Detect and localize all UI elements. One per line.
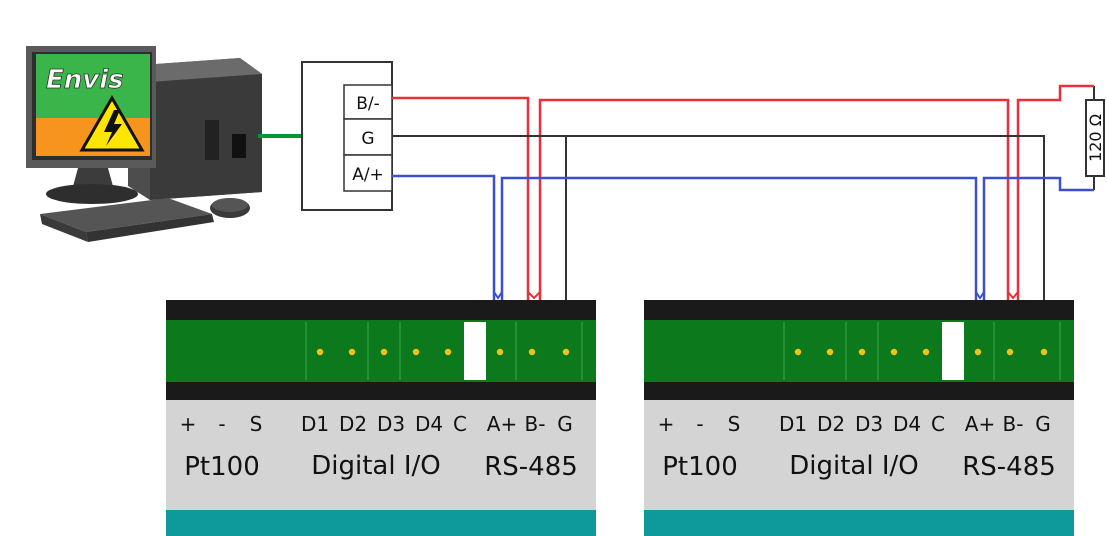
module-1-group-digital-io: Digital I/O bbox=[311, 451, 440, 481]
module-2-terminal-d2: D2 bbox=[817, 412, 845, 436]
module-1-terminal-a: A+ bbox=[487, 412, 517, 436]
module-2-terminal-d3: D3 bbox=[855, 412, 883, 436]
converter-terminal-a: A/+ bbox=[352, 165, 384, 185]
module-1-group-rs485: RS-485 bbox=[484, 452, 578, 482]
terminator-resistor: 120 Ω bbox=[1085, 84, 1105, 192]
module-1: + - S D1 D2 D3 D4 C A+ B- G Pt100 Digita… bbox=[166, 300, 596, 536]
computer-icon: Envis bbox=[26, 46, 262, 242]
module-2-terminal-s: S bbox=[728, 412, 741, 436]
module-1-terminal-plus: + bbox=[180, 412, 197, 436]
wire-a bbox=[392, 174, 1086, 300]
terminator-label: 120 Ω bbox=[1086, 114, 1105, 162]
module-2-terminal-plus: + bbox=[658, 412, 675, 436]
module-2-pins bbox=[794, 348, 1048, 356]
module-1-pins bbox=[316, 348, 570, 356]
module-2-terminal-c: C bbox=[931, 412, 945, 436]
screen-top bbox=[36, 54, 150, 118]
envis-logo: Envis bbox=[46, 65, 124, 95]
module-2-terminal-minus: - bbox=[696, 412, 703, 436]
module-2: + - S D1 D2 D3 D4 C A+ B- G Pt100 Digita… bbox=[644, 300, 1074, 536]
module-2-terminal-d1: D1 bbox=[779, 412, 807, 436]
wire-b bbox=[392, 84, 1086, 300]
module-2-divider bbox=[942, 322, 964, 380]
module-1-terminal-c: C bbox=[453, 412, 467, 436]
module-1-terminal-minus: - bbox=[218, 412, 225, 436]
converter-terminal-g: G bbox=[361, 129, 374, 149]
module-2-terminal-b: B- bbox=[1003, 412, 1024, 436]
module-1-terminal-b: B- bbox=[525, 412, 546, 436]
module-2-terminal-g: G bbox=[1035, 412, 1051, 436]
wire-g bbox=[392, 135, 1045, 300]
wire-arrowheads bbox=[493, 291, 1019, 300]
module-1-divider bbox=[464, 322, 486, 380]
module-1-terminal-d3: D3 bbox=[377, 412, 405, 436]
module-1-terminal-s: S bbox=[250, 412, 263, 436]
module-2-group-rs485: RS-485 bbox=[962, 452, 1056, 482]
module-1-group-pt100: Pt100 bbox=[184, 452, 260, 482]
module-1-terminal-d2: D2 bbox=[339, 412, 367, 436]
module-1-terminal-g: G bbox=[557, 412, 573, 436]
module-1-terminal-d1: D1 bbox=[301, 412, 329, 436]
module-2-group-pt100: Pt100 bbox=[662, 452, 738, 482]
module-2-terminal-a: A+ bbox=[965, 412, 995, 436]
module-2-group-digital-io: Digital I/O bbox=[789, 451, 918, 481]
module-1-terminal-d4: D4 bbox=[415, 412, 443, 436]
high-voltage-warning-icon bbox=[79, 94, 145, 152]
module-2-terminal-d4: D4 bbox=[893, 412, 921, 436]
converter: B/- G A/+ bbox=[301, 61, 393, 211]
converter-terminal-b: B/- bbox=[356, 94, 380, 114]
